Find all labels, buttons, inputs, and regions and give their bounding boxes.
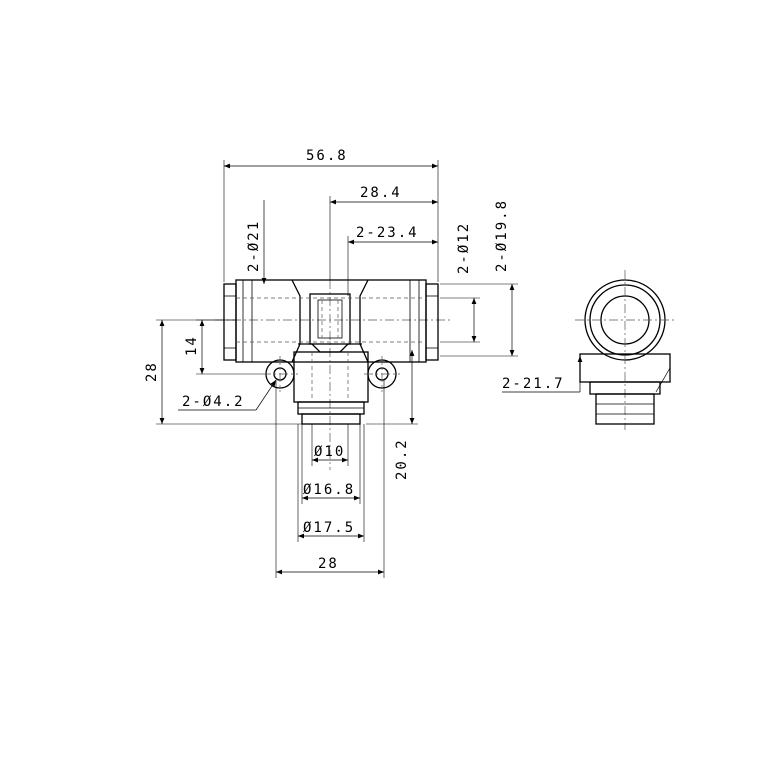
- label-center-height: 14: [184, 335, 200, 356]
- label-stem-dia-3: Ø17.5: [303, 520, 355, 536]
- label-overall-width: 56.8: [306, 148, 348, 164]
- label-stem-dia-2: Ø16.8: [303, 482, 355, 498]
- label-flange-width: 28: [318, 556, 339, 572]
- side-view: [575, 270, 675, 430]
- label-side-width: 2-21.7: [502, 376, 565, 392]
- label-tube-insert: 2-23.4: [356, 225, 419, 241]
- front-view: [215, 279, 450, 470]
- dimension-lines: [156, 160, 671, 578]
- label-half-width: 28.4: [360, 185, 402, 201]
- label-stem-dia: Ø10: [314, 444, 345, 460]
- label-release-dia: 2-Ø19.8: [494, 199, 510, 272]
- label-stem-length: 20.2: [394, 438, 410, 480]
- label-tube-od: 2-Ø12: [456, 222, 472, 274]
- label-mount-hole: 2-Ø4.2: [182, 394, 245, 410]
- label-body-dia: 2-Ø21: [246, 220, 262, 272]
- label-overall-height: 28: [144, 361, 160, 382]
- dimension-labels: 56.8 28.4 2-23.4 2-Ø21 2-Ø12 2-Ø19.8 14 …: [144, 148, 565, 572]
